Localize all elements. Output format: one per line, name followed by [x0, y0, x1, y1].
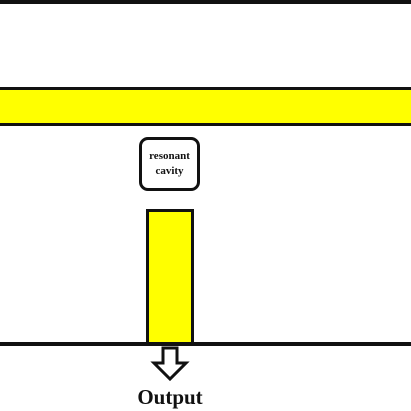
cavity-label-line-2: cavity — [155, 165, 184, 177]
resonant-cavity-box: resonant cavity — [139, 137, 200, 191]
cavity-label-line-1: resonant — [149, 150, 190, 162]
drop-waveguide — [146, 209, 194, 346]
output-arrow-shape — [150, 346, 190, 382]
top-border-line — [0, 0, 411, 4]
bottom-baseline — [0, 342, 411, 346]
output-label: Output — [137, 385, 203, 409]
bus-waveguide — [0, 87, 411, 126]
down-arrow-outline-icon — [150, 346, 190, 382]
